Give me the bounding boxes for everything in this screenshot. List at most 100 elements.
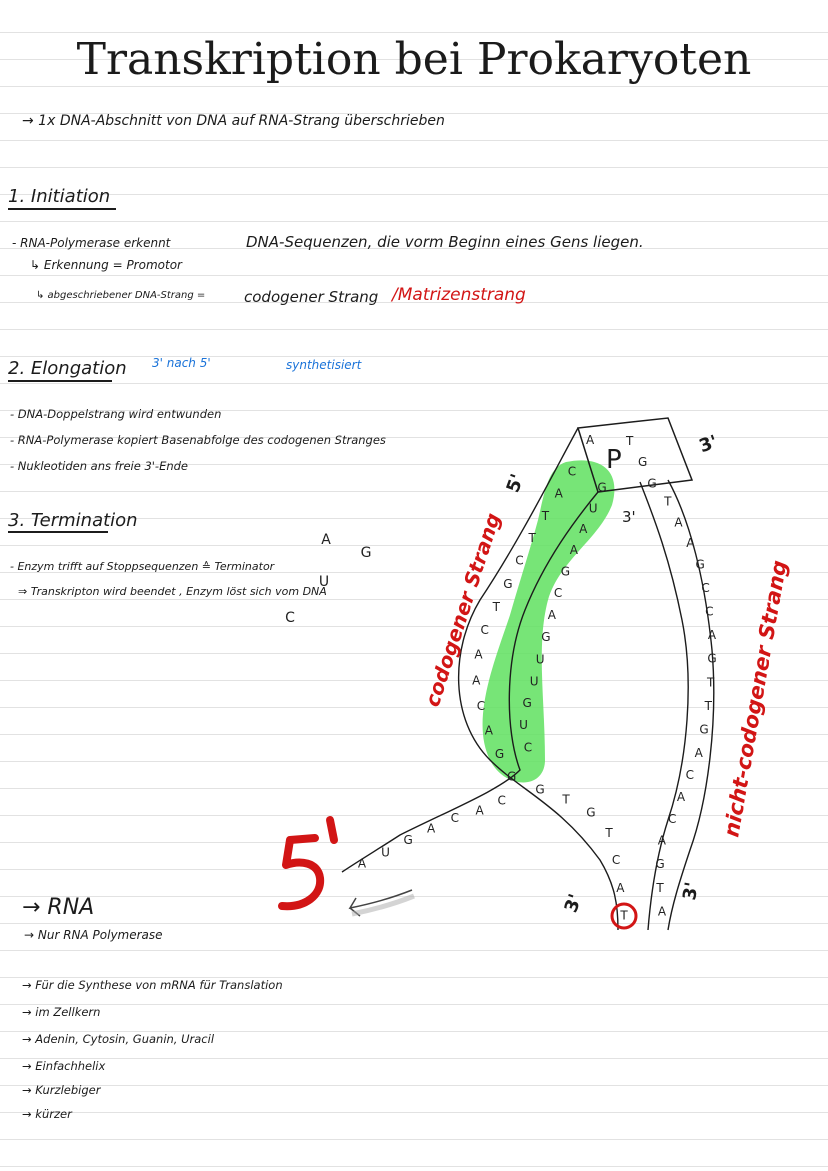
codogen-strand-base-6: T xyxy=(492,600,501,614)
rna-strand-base-6: A xyxy=(548,608,557,622)
initiation-line-2: ↳ Erkennung = Promotor xyxy=(30,258,182,272)
codogen-strand-base-1: A xyxy=(555,487,564,501)
rna-strand-base-9: U xyxy=(530,674,539,688)
right-strand-base-15: C xyxy=(668,812,676,826)
nicht-codogen-strand-line-inner xyxy=(639,481,689,931)
initiation-heading: 1. Initiation xyxy=(8,186,111,207)
codogen-strand-base-10: C xyxy=(477,699,485,713)
bottom-left-strand-base-1: T xyxy=(561,793,570,807)
box-letter-g: G xyxy=(638,455,647,469)
termination-line-2: ⇒ Transkripton wird beendet , Enzym löst… xyxy=(18,585,327,598)
rna-bullet-1: → Für die Synthese von mRNA für Translat… xyxy=(22,978,283,992)
rna-heading: → RNA xyxy=(22,895,95,920)
rna-bullet-4: → Einfachhelix xyxy=(22,1059,106,1073)
rna-strand-base-3: A xyxy=(570,543,579,557)
elongation-heading: 2. Elongation xyxy=(8,358,127,379)
codogen-strand-base-18: G xyxy=(403,833,412,847)
strand-letters: CATTCGTCAACAGGCACAGUAGUAAGCAGUUGUCGTAAGC… xyxy=(358,465,717,923)
codogen-strand-base-8: A xyxy=(474,648,483,662)
rna-strand-base-7: G xyxy=(541,630,550,644)
rna-strand-base-4: G xyxy=(561,564,570,578)
right-strand-base-19: A xyxy=(658,905,667,919)
codogener-strang-term: codogener Strang xyxy=(244,288,379,306)
rna-strand-base-11: U xyxy=(519,718,528,732)
elongation-synthetisiert-note: synthetisiert xyxy=(286,358,362,372)
codogen-strand-base-19: U xyxy=(381,846,390,860)
direction-arrow-shadow xyxy=(351,893,415,917)
elongation-underline xyxy=(8,380,112,382)
termination-line-1: - Enzym trifft auf Stoppsequenzen ≙ Term… xyxy=(10,560,275,573)
label-5-prime-top: 5' xyxy=(503,471,529,495)
codogen-strand-base-2: T xyxy=(541,509,550,523)
rna-strand-base-0: G xyxy=(597,481,606,495)
rna-strand-base-8: U xyxy=(536,652,545,666)
loose-letter-c: C xyxy=(285,610,295,626)
nicht-codogener-strang-label: nicht-codogener Strang xyxy=(719,559,791,839)
codogen-strand-base-12: G xyxy=(495,747,504,761)
box-letter-t: T xyxy=(625,434,634,448)
right-strand-base-11: G xyxy=(699,723,708,737)
right-strand-base-3: A xyxy=(686,536,695,550)
codogen-strand-base-0: C xyxy=(568,465,576,479)
codogen-strand-base-17: A xyxy=(427,821,436,835)
elongation-bullet-1: - DNA-Doppelstrang wird entwunden xyxy=(10,407,222,421)
codogen-strand-base-14: C xyxy=(498,793,506,807)
initiation-line-1: - RNA-Polymerase erkennt xyxy=(12,236,171,250)
right-strand-base-4: G xyxy=(695,558,704,572)
loose-letter-g: G xyxy=(360,545,372,561)
rna-strand-base-5: C xyxy=(554,586,562,600)
termination-heading: 3. Termination xyxy=(8,510,138,531)
polymerase-label: P xyxy=(606,445,622,475)
codogen-strand-base-7: C xyxy=(481,623,489,637)
right-strand-base-18: T xyxy=(655,881,664,895)
bottom-left-strand-base-3: T xyxy=(604,826,613,840)
initiation-line-1b: DNA-Sequenzen, die vorm Beginn eines Gen… xyxy=(246,233,644,251)
right-strand-base-2: A xyxy=(674,516,683,530)
right-strand-base-7: A xyxy=(708,628,717,642)
codogen-strand-base-4: C xyxy=(515,554,523,568)
right-strand-base-8: G xyxy=(707,652,716,666)
bottom-left-strand-base-0: G xyxy=(535,783,544,797)
codogen-strand-base-3: T xyxy=(528,531,537,545)
rna-strand-base-12: C xyxy=(524,741,532,755)
label-3-prime-bottom-right: 3' xyxy=(679,880,703,901)
initiation-underline xyxy=(8,208,116,210)
polymerase-box xyxy=(577,417,694,493)
rna-bullet-2: → im Zellkern xyxy=(22,1005,101,1019)
codogen-strand-line-outer xyxy=(458,427,619,931)
matrizenstrang-term: /Matrizenstrang xyxy=(392,285,526,305)
rna-bullet-3: → Adenin, Cytosin, Guanin, Uracil xyxy=(22,1032,215,1046)
rna-bullet-5: → Kurzlebiger xyxy=(22,1083,101,1097)
codogen-strand-base-20: A xyxy=(358,857,367,871)
rna-subheading: → Nur RNA Polymerase xyxy=(24,928,163,942)
elongation-direction-note: 3' nach 5' xyxy=(152,356,211,370)
codogen-strand-base-15: A xyxy=(475,804,484,818)
right-strand-base-10: T xyxy=(704,699,713,713)
codogen-strand-base-11: A xyxy=(485,723,494,737)
rna-strand-base-2: A xyxy=(579,522,588,536)
rna-strand-base-10: G xyxy=(522,696,531,710)
bottom-left-strand-base-4: C xyxy=(612,853,620,867)
label-3-prime-bottom-left: 3' xyxy=(561,891,587,915)
nicht-codogen-strand-line-outer xyxy=(667,479,715,931)
right-strand-base-1: T xyxy=(663,494,672,508)
codogen-strand-base-5: G xyxy=(503,577,512,591)
right-strand-base-6: C xyxy=(705,604,713,618)
elongation-bullet-2: - RNA-Polymerase kopiert Basenabfolge de… xyxy=(10,433,386,447)
bottom-left-strand-base-5: A xyxy=(616,881,625,895)
codogen-strand-base-16: C xyxy=(451,811,459,825)
box-letter-a: A xyxy=(586,433,595,447)
label-3-prime-top: 3' xyxy=(696,431,720,457)
right-strand-base-12: A xyxy=(695,746,704,760)
right-strand-base-16: A xyxy=(658,834,667,848)
red-5-prime-mark xyxy=(278,816,338,911)
rna-strand-base-1: U xyxy=(589,502,598,516)
bottom-left-strand-base-2: G xyxy=(586,805,595,819)
loose-letter-a: A xyxy=(321,532,331,548)
termination-underline xyxy=(8,531,108,533)
loose-letter-u: U xyxy=(318,574,330,590)
codogen-strand-base-9: A xyxy=(472,674,481,688)
label-5-prime-left-hidden: 5' xyxy=(0,0,2,1)
right-strand-base-14: A xyxy=(677,790,686,804)
